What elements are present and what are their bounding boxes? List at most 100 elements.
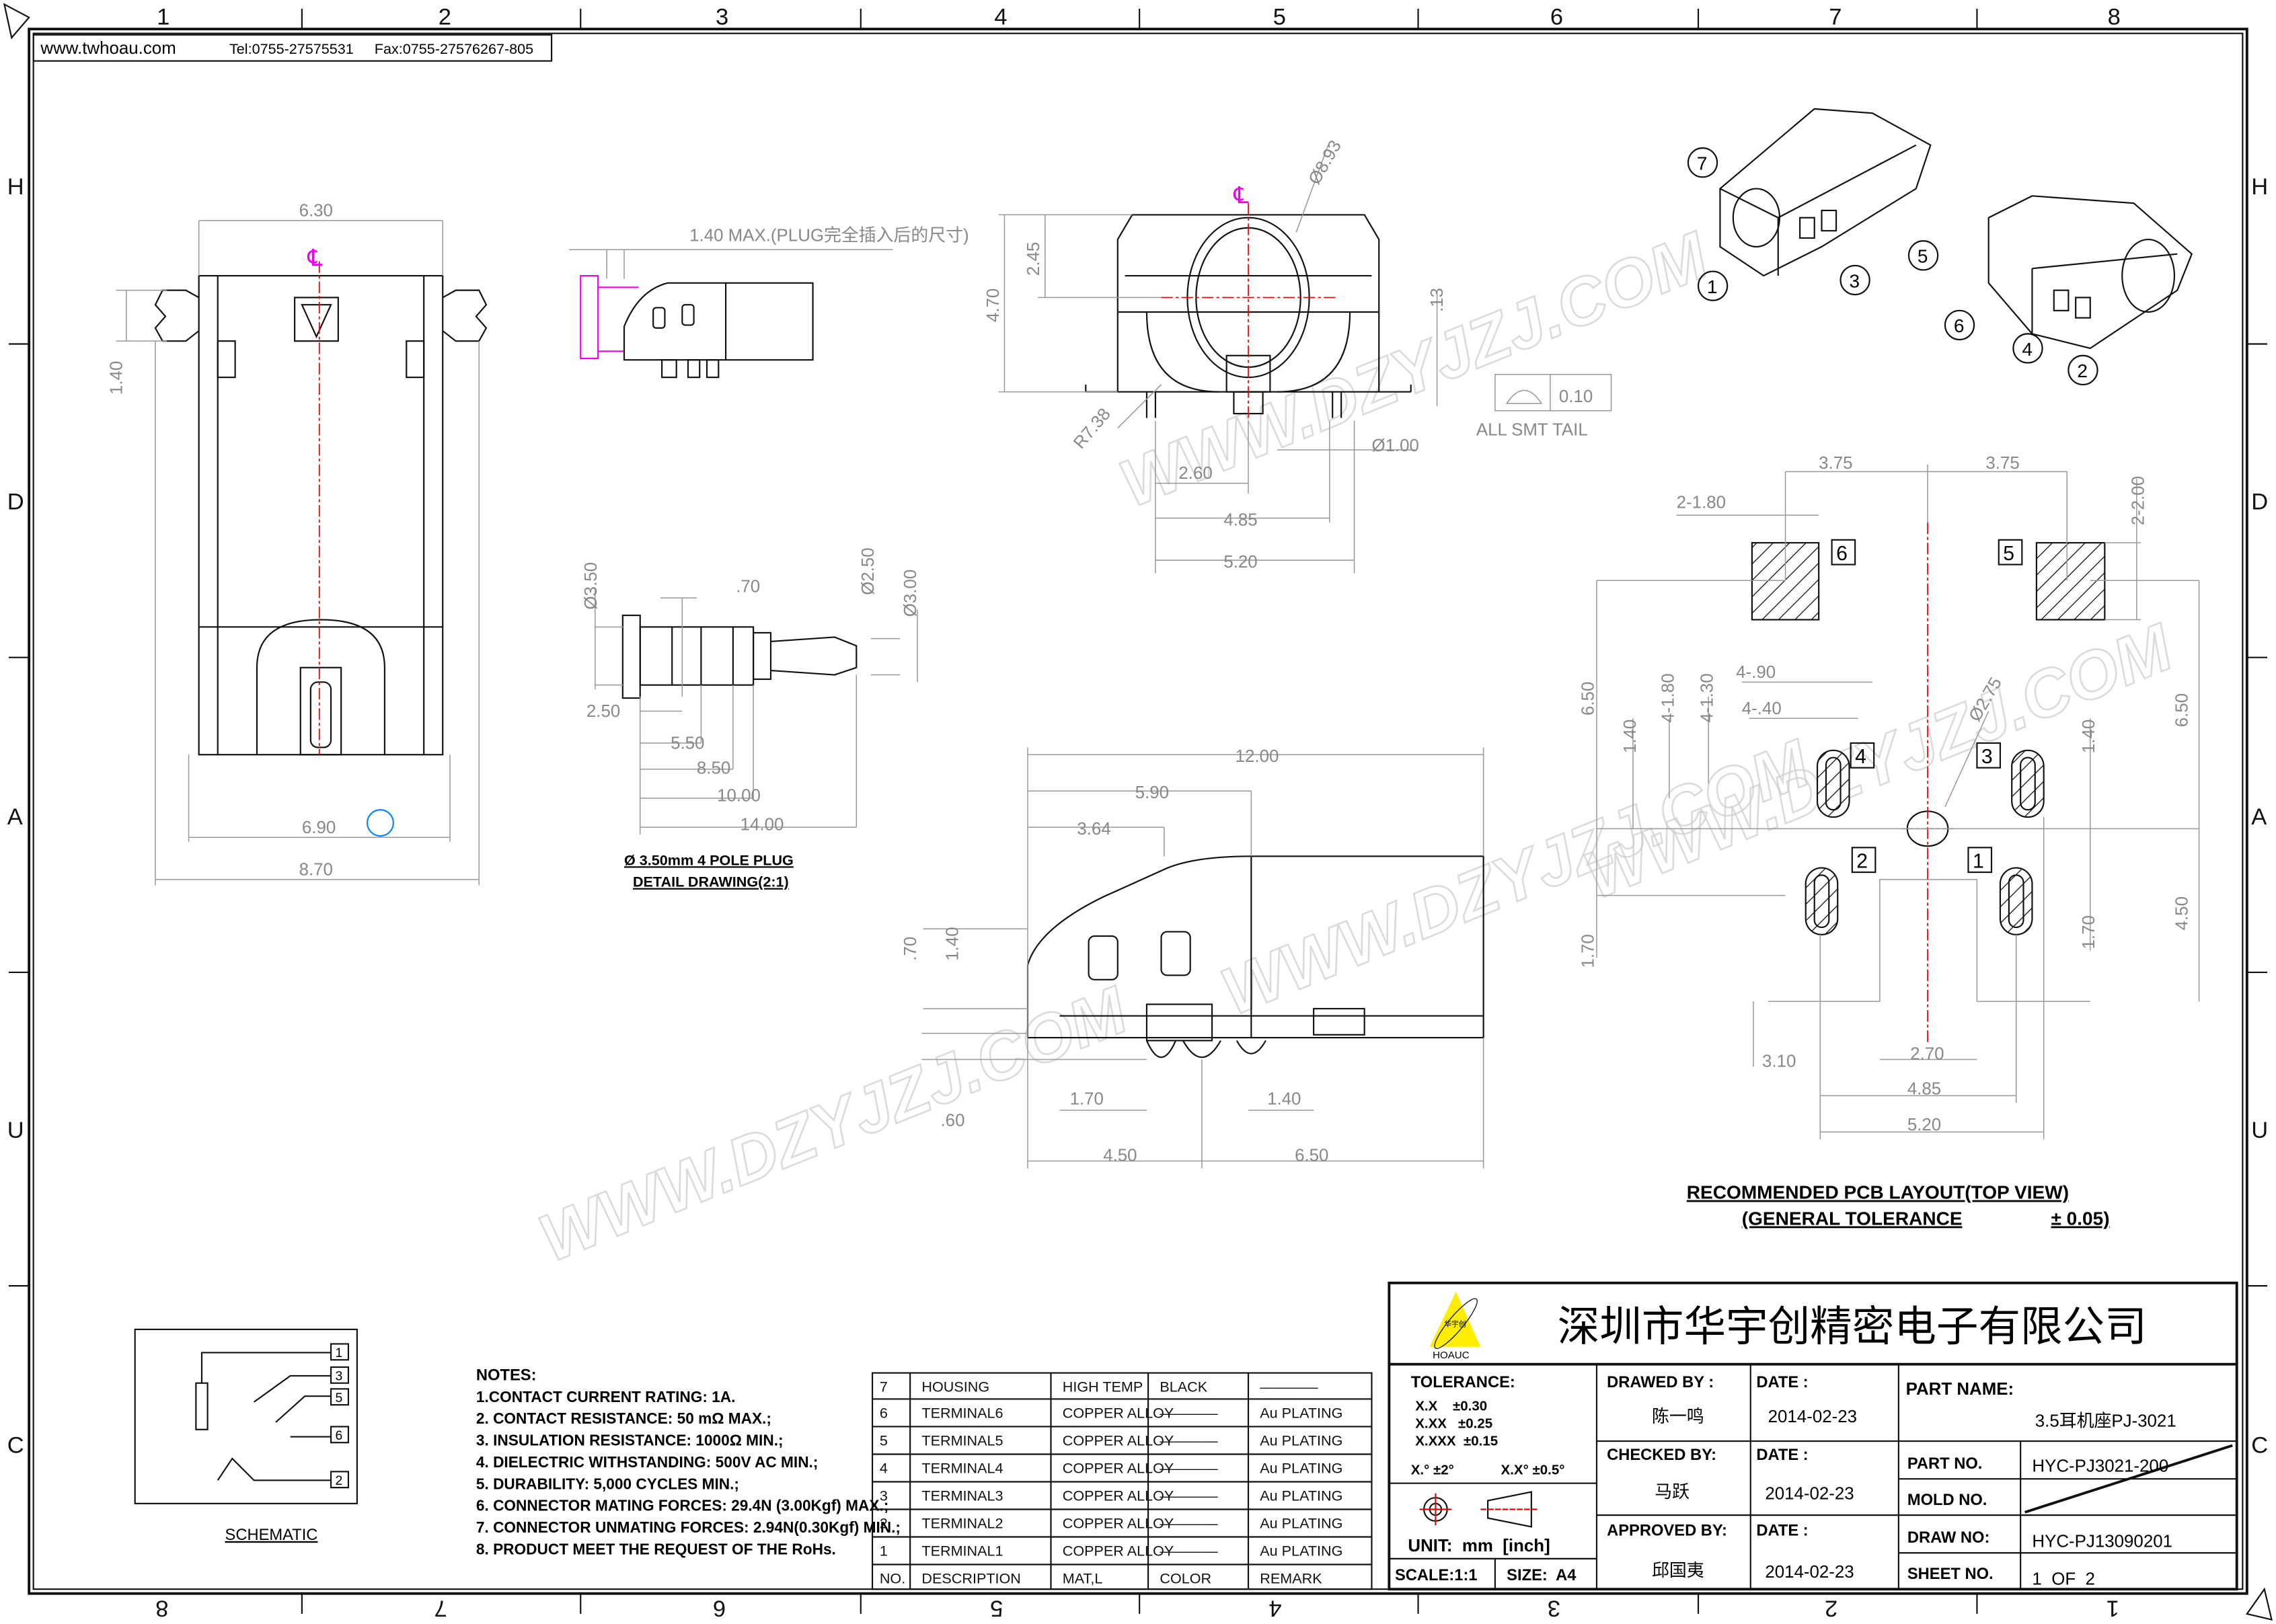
table-cell: 2	[880, 1515, 888, 1532]
grid-column-label: 5	[1273, 5, 1286, 30]
table-cell: ————	[1160, 1543, 1218, 1559]
checked-date: 2014-02-23	[1765, 1484, 1854, 1503]
grid-column-label: 4	[994, 5, 1007, 30]
drawn-by-label: DRAWED BY :	[1607, 1374, 1714, 1391]
table-cell: 5	[880, 1432, 888, 1449]
svg-text:华宇创: 华宇创	[1444, 1320, 1466, 1329]
table-cell: Au PLATING	[1260, 1515, 1342, 1532]
callout-circle	[1697, 270, 1729, 301]
note-item: 1.CONTACT CURRENT RATING: 1A.	[476, 1388, 736, 1405]
grid-column-label: 7	[434, 1595, 447, 1621]
telephone: Tel:0755-27575531	[229, 40, 354, 57]
dimension-label: Ø2.50	[859, 547, 878, 595]
side-view-small: 1.40 MAX.(PLUG完全插入后的尺寸)	[569, 225, 969, 379]
pad-label-box	[1998, 539, 2023, 566]
callout-circle	[2012, 333, 2043, 364]
pin-box	[330, 1471, 350, 1489]
table-cell: TERMINAL1	[921, 1543, 1003, 1559]
pad-label: 6	[1836, 543, 1848, 565]
grid-column-label: 4	[1268, 1595, 1281, 1621]
drawn-by: 陈一鸣	[1652, 1407, 1704, 1426]
dimension-label: Ø8.93	[1305, 137, 1345, 188]
grid-column-label: 2	[1825, 1595, 1837, 1621]
table-cell: DESCRIPTION	[921, 1570, 1020, 1587]
table-cell: MAT,L	[1063, 1570, 1103, 1587]
callout-number: 5	[1918, 246, 1928, 267]
table-cell: ————	[1160, 1405, 1218, 1422]
table-cell: TERMINAL5	[921, 1432, 1003, 1449]
dimension-label: 6.90	[302, 818, 336, 837]
callout-circle	[1944, 309, 1975, 341]
projection-symbol-icon	[1419, 1491, 1539, 1528]
table-cell: Au PLATING	[1260, 1432, 1342, 1449]
pad-label: 1	[1973, 851, 1984, 873]
tolerance-2: X.XX ±0.25	[1415, 1416, 1492, 1432]
plug-caption-line1: Ø 3.50mm 4 POLE PLUG	[624, 851, 794, 868]
checked-by: 马跃	[1655, 1483, 1690, 1502]
approved-by-label: APPROVED BY:	[1607, 1522, 1727, 1539]
dimension-label: 2-1.80	[1677, 493, 1726, 512]
dimension-label: 6.30	[299, 202, 333, 221]
dimension-label: R7.38	[1070, 405, 1114, 453]
grid-column-label: 8	[155, 1595, 168, 1621]
table-cell: COPPER ALLOY	[1063, 1543, 1174, 1559]
table-cell: Au PLATING	[1260, 1487, 1342, 1504]
checked-by-label: CHECKED BY:	[1607, 1446, 1716, 1464]
dimension-label: 3.75	[1819, 454, 1852, 473]
tolerance-1: X.X ±0.30	[1415, 1399, 1487, 1414]
table-cell: 4	[880, 1460, 888, 1477]
pin-box	[330, 1343, 350, 1361]
size-label: SIZE: A4	[1507, 1567, 1577, 1584]
drawn-date: 2014-02-23	[1768, 1407, 1857, 1426]
grid-row-label: D	[7, 490, 24, 515]
table-cell: ————	[1160, 1432, 1218, 1449]
note-item: 5. DURABILITY: 5,000 CYCLES MIN.;	[476, 1475, 739, 1492]
part-no-label: PART NO.	[1907, 1455, 1983, 1473]
dimension-label: 8.70	[299, 860, 333, 879]
dimension-label: 4-1.80	[1659, 673, 1677, 722]
dimension-label: Ø3.50	[582, 562, 601, 610]
grid-row-label: C	[2251, 1432, 2268, 1458]
dimension-label: .13	[1428, 288, 1447, 312]
mold-no-label: MOLD NO.	[1907, 1492, 1987, 1509]
unit-label: UNIT: mm [inch]	[1408, 1537, 1550, 1555]
pad-label-box	[1831, 539, 1856, 566]
dimension-label: 8.50	[697, 759, 730, 777]
callout-circle	[2068, 354, 2098, 386]
part-no: HYC-PJ3021-200	[2032, 1457, 2168, 1475]
pad-label: 3	[1981, 746, 1993, 768]
dimension-label: 1.40	[1267, 1089, 1301, 1108]
table-cell: Au PLATING	[1260, 1405, 1342, 1422]
dimension-label: 5.50	[671, 734, 704, 753]
grid-row-label: H	[2251, 174, 2268, 200]
table-cell: ————	[1260, 1379, 1318, 1395]
date-label: DATE :	[1756, 1374, 1808, 1391]
dimension-label: 12.00	[1236, 747, 1279, 766]
date-label: DATE :	[1756, 1522, 1808, 1539]
table-cell: TERMINAL3	[921, 1487, 1003, 1504]
dimension-label: 2.60	[1178, 464, 1212, 483]
svg-text:HOAUC: HOAUC	[1433, 1350, 1470, 1361]
grid-row-label: U	[7, 1118, 24, 1143]
table-cell: COPPER ALLOY	[1063, 1460, 1174, 1477]
svg-text:WWW.DZYJZJ.COM: WWW.DZYJZJ.COM	[529, 972, 1139, 1276]
table-cell: 3	[880, 1487, 888, 1504]
dimension-label: 1.40	[2080, 720, 2098, 753]
note-item: 6. CONNECTOR MATING FORCES: 29.4N (3.00K…	[476, 1497, 888, 1514]
pin-number: 3	[336, 1368, 343, 1383]
dimension-label: 4.85	[1223, 510, 1257, 529]
grid-column-label: 2	[439, 5, 451, 30]
table-cell: COPPER ALLOY	[1063, 1487, 1174, 1504]
note-item: 8. PRODUCT MEET THE REQUEST OF THE RoHs.	[476, 1540, 836, 1557]
part-name: 3.5耳机座PJ-3021	[2035, 1411, 2176, 1430]
table-cell: ————	[1160, 1460, 1218, 1477]
pad-label: 4	[1855, 746, 1866, 768]
table-cell: 6	[880, 1405, 888, 1422]
